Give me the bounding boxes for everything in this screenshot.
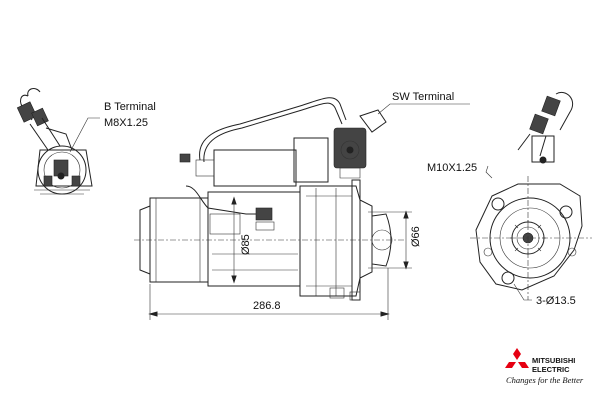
logo-diamond-left	[505, 362, 516, 368]
dim-dia66-label: Ø66	[410, 226, 422, 247]
b-terminal-label: B Terminal	[104, 101, 156, 113]
b-terminal-end-view	[16, 88, 100, 195]
dim-dia66	[368, 210, 412, 270]
logo-diamond-right	[518, 362, 529, 368]
brand-line1: MITSUBISHI	[532, 356, 575, 365]
sw-terminal-label: SW Terminal	[392, 91, 454, 103]
dim-dia85-label: Ø85	[240, 234, 252, 255]
logo-diamond-top	[513, 348, 521, 360]
dim-dia85	[231, 196, 237, 284]
brand-tagline: Changes for the Better	[506, 375, 584, 385]
front-end-view	[470, 92, 592, 301]
brand-line2: ELECTRIC	[532, 365, 570, 374]
m10-thread-label: M10X1.25	[427, 162, 477, 174]
dim-length	[148, 268, 390, 320]
starter-side-view	[134, 97, 404, 301]
dim-length-label: 286.8	[253, 300, 281, 312]
sw-terminal-leader	[377, 103, 470, 115]
mount-holes-label: 3-Ø13.5	[536, 295, 576, 307]
b-terminal-thread-label: M8X1.25	[104, 117, 148, 129]
mitsubishi-logo	[505, 348, 529, 368]
